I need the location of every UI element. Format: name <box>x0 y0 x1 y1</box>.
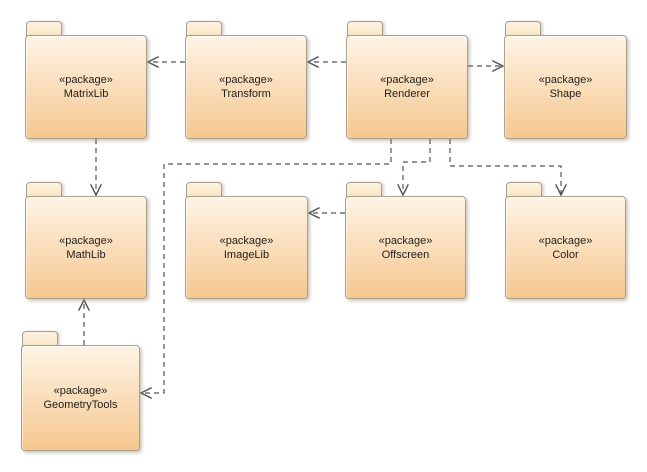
package-body: «package» Transform <box>185 35 307 139</box>
open-arrowhead-icon <box>78 298 90 311</box>
open-arrowhead-icon <box>146 56 159 68</box>
open-arrowhead-icon <box>139 387 152 399</box>
package-body: «package»Offscreen <box>345 196 466 299</box>
package-color[interactable]: «package»Color <box>505 182 626 299</box>
dependency-renderer-to-shape[interactable] <box>468 60 505 72</box>
package-name: Offscreen <box>381 248 430 261</box>
package-stereotype: «package» <box>538 234 593 247</box>
dependency-offscreen-to-imagelib[interactable] <box>307 207 345 219</box>
package-stereotype: «package» <box>59 74 113 86</box>
package-body: «package» GeometryTools <box>21 345 140 451</box>
package-name: Renderer <box>384 88 430 100</box>
package-mathlib[interactable]: «package»MathLib <box>25 182 147 299</box>
package-stereotype: «package» <box>538 74 593 86</box>
open-arrowhead-icon <box>492 60 505 72</box>
package-imagelib[interactable]: «package»ImageLib <box>185 182 308 299</box>
package-name: MathLib <box>66 248 106 261</box>
package-body: «package» MatrixLib <box>25 35 147 139</box>
package-matrixlib[interactable]: «package» MatrixLib <box>25 21 147 139</box>
package-geometrytools[interactable]: «package» GeometryTools <box>21 331 140 451</box>
open-arrowhead-icon <box>307 207 320 219</box>
package-stereotype: «package» <box>380 74 434 86</box>
package-shape[interactable]: «package» Shape <box>504 21 627 139</box>
package-body: «package»Color <box>505 196 626 299</box>
package-body: «package» Renderer <box>346 35 468 139</box>
package-stereotype: «package» <box>219 74 273 86</box>
dependency-renderer-to-transform[interactable] <box>306 56 346 68</box>
package-name: Shape <box>549 88 582 100</box>
package-name: Transform <box>221 88 271 100</box>
package-body: «package»MathLib <box>25 196 147 299</box>
package-name: GeometryTools <box>43 399 118 411</box>
package-body: «package»ImageLib <box>185 196 308 299</box>
package-offscreen[interactable]: «package»Offscreen <box>345 182 466 299</box>
package-renderer[interactable]: «package» Renderer <box>346 21 468 139</box>
package-body: «package» Shape <box>504 35 627 139</box>
package-transform[interactable]: «package» Transform <box>185 21 307 139</box>
package-stereotype: «package» <box>219 234 274 247</box>
open-arrowhead-icon <box>306 56 319 68</box>
package-name: ImageLib <box>223 248 270 261</box>
package-name: MatrixLib <box>63 88 109 100</box>
package-stereotype: «package» <box>59 234 113 247</box>
package-stereotype: «package» <box>53 385 108 397</box>
package-name: Color <box>552 248 579 261</box>
dependency-transform-to-matrixlib[interactable] <box>146 56 185 68</box>
package-stereotype: «package» <box>378 234 433 247</box>
